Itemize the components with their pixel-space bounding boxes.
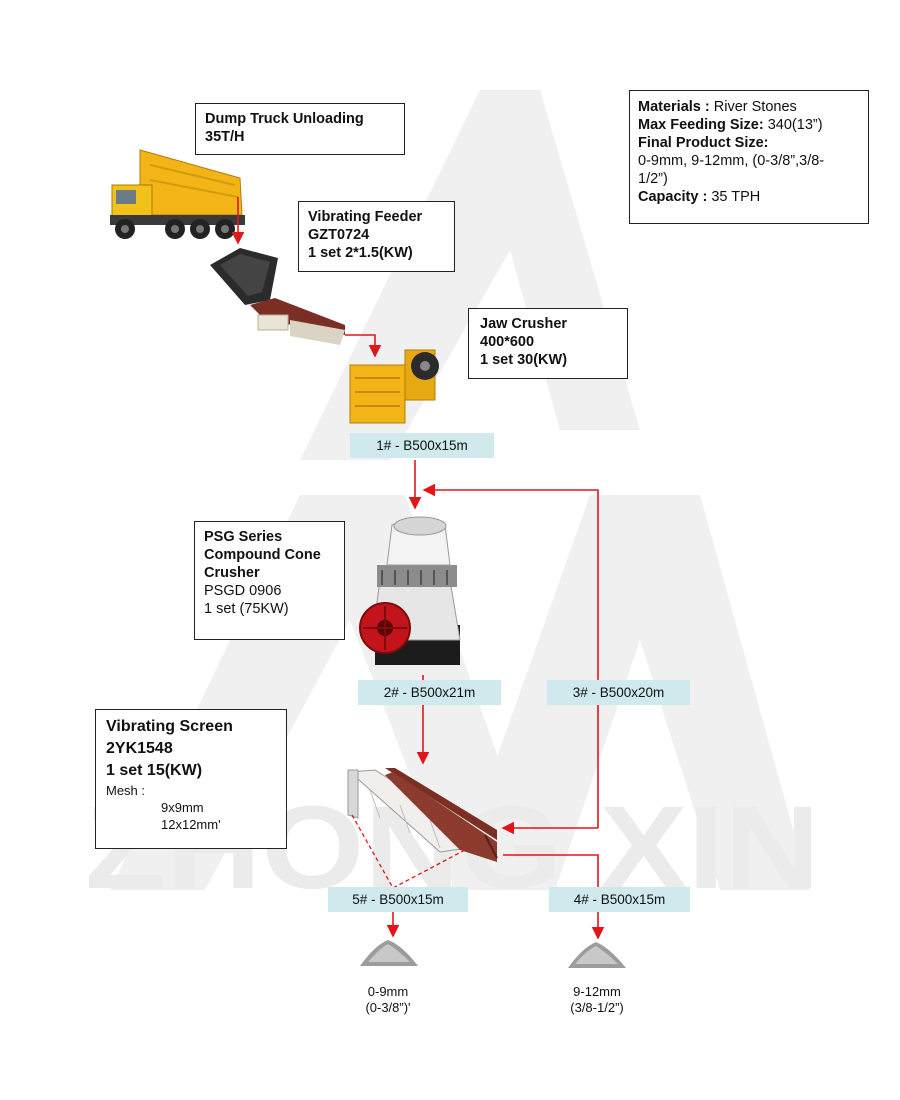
jaw-crusher-model: 400*600 [480, 334, 535, 350]
arrow-return-to-cone [422, 483, 599, 828]
vibrating-feeder-box: Vibrating Feeder GZT0724 1 set 2*1.5(KW) [298, 201, 455, 272]
jaw-crusher-power: 1 set 30(KW) [480, 352, 568, 368]
capacity-label: Capacity : [638, 189, 708, 205]
conveyor-1-label: 1# - B500x15m [350, 433, 494, 458]
fine-product-pile-icon [360, 940, 418, 966]
cone-crusher-icon [359, 516, 461, 665]
jaw-crusher-icon [349, 349, 439, 424]
coarse-product-size-inch: (3/8-1/2”) [570, 1000, 624, 1015]
feeding-size-label: Max Feeding Size: [638, 117, 764, 133]
materials-value: River Stones [713, 99, 797, 115]
cone-crusher-title-3: Crusher [204, 565, 260, 581]
vibrating-feeder-icon [210, 248, 345, 345]
arrow-feeder-to-jaw [345, 334, 382, 358]
coarse-product-size: 9-12mm [573, 984, 621, 999]
dump-truck-capacity: 35T/H [205, 129, 245, 145]
screen-power: 1 set 15(KW) [106, 762, 203, 779]
dump-truck-icon [110, 149, 245, 239]
cone-crusher-box: PSG Series Compound Cone Crusher PSGD 09… [194, 521, 345, 640]
jaw-crusher-box: Jaw Crusher 400*600 1 set 30(KW) [468, 308, 628, 379]
screen-model: 2YK1548 [106, 740, 173, 757]
conveyor-5-label: 5# - B500x15m [328, 887, 468, 912]
materials-label: Materials : [638, 99, 710, 115]
vibrating-screen-box: Vibrating Screen 2YK1548 1 set 15(KW) Me… [95, 709, 287, 849]
cone-crusher-title-2: Compound Cone [204, 547, 321, 563]
final-size-value-1: 0-9mm, 9-12mm, (0-3/8”,3/8- [638, 153, 825, 169]
cone-crusher-model: PSGD 0906 [204, 583, 282, 599]
screen-mesh-label: Mesh : [106, 783, 146, 798]
conveyor-3-label: 3# - B500x20m [547, 680, 690, 705]
fine-product-label: 0-9mm (0-3/8”)' [333, 984, 443, 1016]
vibrating-screen-icon [347, 768, 498, 862]
project-info-box: Materials : River Stones Max Feeding Siz… [629, 90, 869, 224]
dump-truck-title: Dump Truck Unloading [205, 111, 364, 127]
screen-mesh-2: 12x12mm' [161, 817, 221, 832]
feeder-model: GZT0724 [308, 227, 370, 243]
capacity-value: 35 TPH [711, 189, 761, 205]
feeding-size-value: 340(13”) [767, 117, 823, 133]
conveyor-4-label: 4# - B500x15m [549, 887, 690, 912]
fine-product-size-inch: (0-3/8”)' [365, 1000, 411, 1015]
coarse-product-pile-icon [568, 942, 626, 968]
fine-product-size: 0-9mm [367, 984, 409, 999]
dump-truck-box: Dump Truck Unloading 35T/H [195, 103, 405, 155]
feeder-title: Vibrating Feeder [308, 209, 423, 225]
final-size-label: Final Product Size: [638, 135, 769, 151]
jaw-crusher-title: Jaw Crusher [480, 316, 568, 332]
final-size-value-2: 1/2”) [638, 171, 668, 187]
conveyor-2-label: 2# - B500x21m [358, 680, 501, 705]
coarse-product-label: 9-12mm (3/8-1/2”) [542, 984, 652, 1016]
feeder-power: 1 set 2*1.5(KW) [308, 245, 413, 261]
cone-crusher-power: 1 set (75KW) [204, 601, 289, 617]
cone-crusher-title-1: PSG Series [204, 529, 283, 545]
screen-title: Vibrating Screen [106, 718, 233, 735]
screen-mesh-1: 9x9mm [161, 800, 204, 815]
